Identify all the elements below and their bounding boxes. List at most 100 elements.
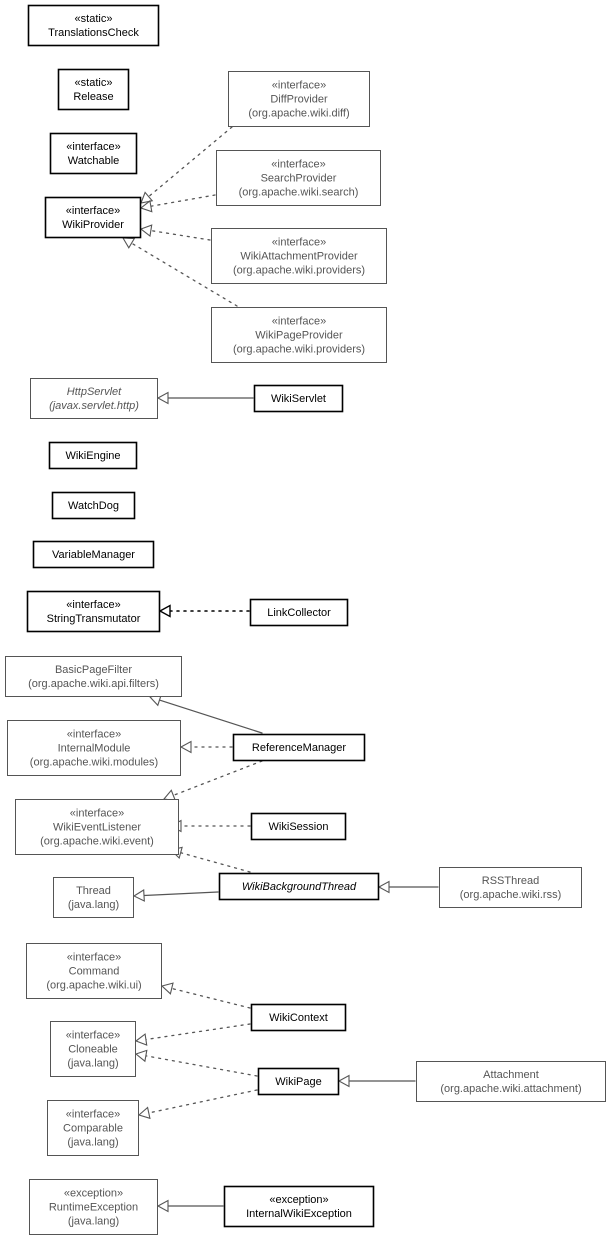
- hollow-triangle-arrowhead: [156, 1199, 169, 1213]
- class-name-label: VariableManager: [52, 549, 135, 561]
- edge-wikibackgroundthread-to-wikieventlistener: [169, 846, 251, 873]
- stereotype-label: «interface»: [66, 205, 120, 217]
- package-label: (org.apache.wiki.attachment): [440, 1083, 581, 1095]
- hollow-triangle-arrowhead: [139, 224, 153, 238]
- edge-wikipage-to-cloneable: [134, 1049, 258, 1077]
- stereotype-label: «exception»: [269, 1194, 328, 1206]
- class-name-label: TranslationsCheck: [48, 27, 139, 39]
- class-box: [211, 228, 387, 284]
- class-node-wikiservlet: WikiServlet: [253, 384, 344, 413]
- class-node-wikiattachmentprovider: «interface»WikiAttachmentProvider(org.ap…: [211, 228, 387, 284]
- class-name-label: BasicPageFilter: [55, 664, 132, 676]
- hollow-triangle-arrowhead: [139, 199, 153, 213]
- edge-line: [179, 852, 251, 873]
- hollow-triangle-arrowhead: [134, 1033, 148, 1046]
- edge-wikiattachmentprovider-to-wikiprovider: [139, 224, 211, 241]
- class-box: [49, 132, 138, 175]
- hollow-triangle-arrowhead: [377, 880, 390, 894]
- class-name-label: Thread: [76, 885, 111, 897]
- edge-line: [148, 1089, 258, 1114]
- class-box: [218, 872, 380, 901]
- package-label: (org.apache.wiki.search): [239, 187, 359, 199]
- class-name-label: WatchDog: [68, 500, 119, 512]
- edge-line: [145, 1023, 251, 1041]
- class-name-label: Comparable: [63, 1123, 123, 1135]
- hollow-triangle-arrowhead: [337, 1074, 350, 1088]
- class-name-label: StringTransmutator: [47, 613, 141, 625]
- class-node-variablemanager: VariableManager: [32, 540, 155, 569]
- stereotype-label: «interface»: [271, 159, 325, 171]
- class-box: [250, 1003, 347, 1032]
- class-name-label: WikiAttachmentProvider: [240, 251, 358, 263]
- class-name-label: DiffProvider: [270, 94, 328, 106]
- stereotype-label: «static»: [75, 13, 113, 25]
- class-node-thread: Thread(java.lang): [53, 877, 134, 918]
- stereotype-label: «interface»: [272, 80, 326, 92]
- package-label: (java.lang): [68, 1216, 119, 1228]
- class-node-internalwikiexception: «exception»InternalWikiException: [223, 1185, 375, 1228]
- class-name-label: WikiBackgroundThread: [242, 881, 357, 893]
- class-node-stringtransmutator: «interface» StringTransmutator: [26, 590, 161, 633]
- class-name-label: WikiContext: [269, 1012, 328, 1024]
- class-node-referencemanager: ReferenceManager: [232, 733, 366, 762]
- package-label: (org.apache.wiki.providers): [233, 265, 365, 277]
- package-label: (org.apache.wiki.rss): [460, 889, 561, 901]
- package-label: (org.apache.wiki.event): [40, 836, 154, 848]
- class-box: [257, 1067, 340, 1096]
- class-node-translationscheck: «static» TranslationsCheck: [27, 4, 160, 47]
- edge-linkcollector-to-stringtransmutator: [158, 604, 250, 618]
- edge-line: [172, 760, 263, 797]
- stereotype-label: «interface»: [66, 599, 120, 611]
- edge-line: [150, 229, 211, 241]
- hollow-triangle-arrowhead: [160, 982, 174, 995]
- hollow-triangle-arrowhead: [132, 889, 145, 902]
- class-name-label: Command: [69, 966, 120, 978]
- hollow-triangle-arrowhead: [134, 1049, 148, 1063]
- class-name-label: WikiPageProvider: [255, 330, 343, 342]
- edge-wikipage-to-comparable: [137, 1089, 258, 1120]
- class-box: [51, 491, 136, 520]
- edge-wikiservlet-to-httpservlet: [156, 391, 254, 405]
- class-node-internalmodule: «interface»InternalModule(org.apache.wik…: [7, 720, 181, 776]
- edge-line: [145, 1055, 258, 1077]
- stereotype-label: «interface»: [66, 141, 120, 153]
- stereotype-label: «exception»: [64, 1188, 123, 1200]
- class-node-wikipageprovider: «interface»WikiPageProvider(org.apache.w…: [211, 307, 387, 363]
- class-name-label: WikiServlet: [271, 393, 326, 405]
- class-node-wikibackgroundthread: WikiBackgroundThread: [218, 872, 380, 901]
- edge-line: [158, 699, 263, 734]
- edge-internalwikiexception-to-runtimeexception: [156, 1199, 224, 1213]
- hollow-triangle-arrowhead: [158, 604, 171, 618]
- class-box: [249, 598, 349, 627]
- stereotype-label: «interface»: [272, 316, 326, 328]
- edge-line: [130, 242, 238, 307]
- class-box: [223, 1185, 375, 1228]
- edge-wikicontext-to-cloneable: [134, 1023, 251, 1046]
- class-node-wikieventlistener: «interface»WikiEventListener(org.apache.…: [15, 799, 179, 855]
- class-box: [29, 1179, 158, 1235]
- class-box: [211, 307, 387, 363]
- class-box: [27, 4, 160, 47]
- class-node-basicpagefilter: BasicPageFilter (org.apache.wiki.api.filt…: [5, 656, 182, 697]
- class-box: [439, 867, 582, 908]
- hollow-triangle-arrowhead: [179, 740, 192, 754]
- edge-attachment-to-wikipage: [337, 1074, 416, 1088]
- class-node-watchable: «interface»Watchable: [49, 132, 138, 175]
- edge-rssthread-to-wikibackgroundthread: [377, 880, 439, 894]
- class-box: [30, 378, 158, 419]
- class-node-cloneable: «interface»Cloneable(java.lang): [50, 1021, 136, 1077]
- class-node-wikicontext: WikiContext: [250, 1003, 347, 1032]
- package-label: (org.apache.wiki.api.filters): [28, 678, 159, 690]
- hollow-triangle-arrowhead: [140, 191, 154, 204]
- class-node-searchprovider: «interface»SearchProvider(org.apache.wik…: [216, 150, 381, 206]
- class-node-diffprovider: «interface»DiffProvider(org.apache.wiki.…: [228, 71, 370, 127]
- nodes-layer: «static»TranslationsCheck«static»Release…: [5, 4, 606, 1235]
- edge-referencemanager-to-internalmodule: [179, 740, 233, 754]
- class-node-wikisession: WikiSession: [250, 812, 347, 841]
- edge-line: [150, 194, 216, 207]
- stereotype-label: «interface»: [70, 808, 124, 820]
- class-box: [53, 877, 134, 918]
- package-label: (org.apache.wiki.modules): [30, 757, 158, 769]
- class-name-label: WikiProvider: [62, 219, 124, 231]
- class-node-attachment: Attachment(org.apache.wiki.attachment): [416, 1061, 606, 1102]
